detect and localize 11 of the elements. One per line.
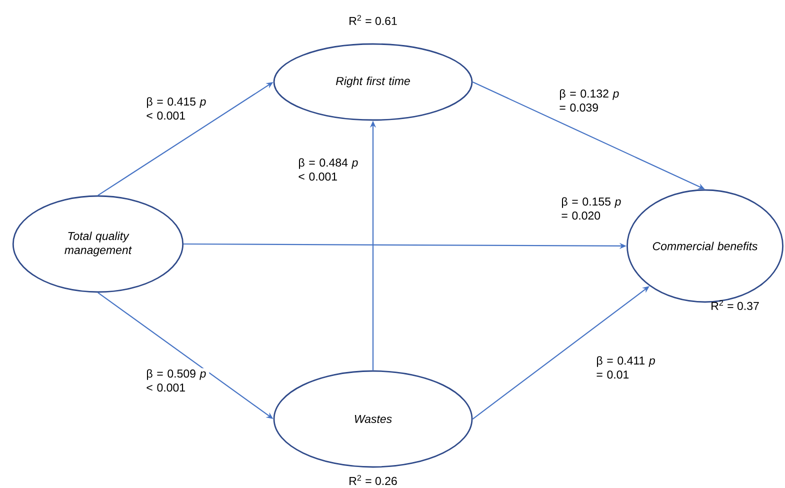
ellipse-node: Wastes	[273, 370, 473, 468]
r-squared-label: R$^{2}$ = 0.61	[350, 14, 397, 26]
edge-label: β = 0.155 p = 0.020	[560, 196, 624, 221]
edge-label: β = 0.411 p = 0.01	[595, 355, 660, 380]
edge-label: β = 0.509 p < 0.001	[145, 368, 210, 393]
ellipse-node: Right first time	[273, 43, 473, 121]
ellipse-node: Total quality management	[12, 195, 184, 293]
edge-label: β = 0.132 p = 0.039	[558, 88, 622, 113]
r-squared-label: R$^{2}$ = 0.26	[350, 474, 397, 486]
edge-label: β = 0.415 p < 0.001	[145, 96, 210, 121]
edge-label: β = 0.484 p < 0.001	[297, 157, 362, 182]
